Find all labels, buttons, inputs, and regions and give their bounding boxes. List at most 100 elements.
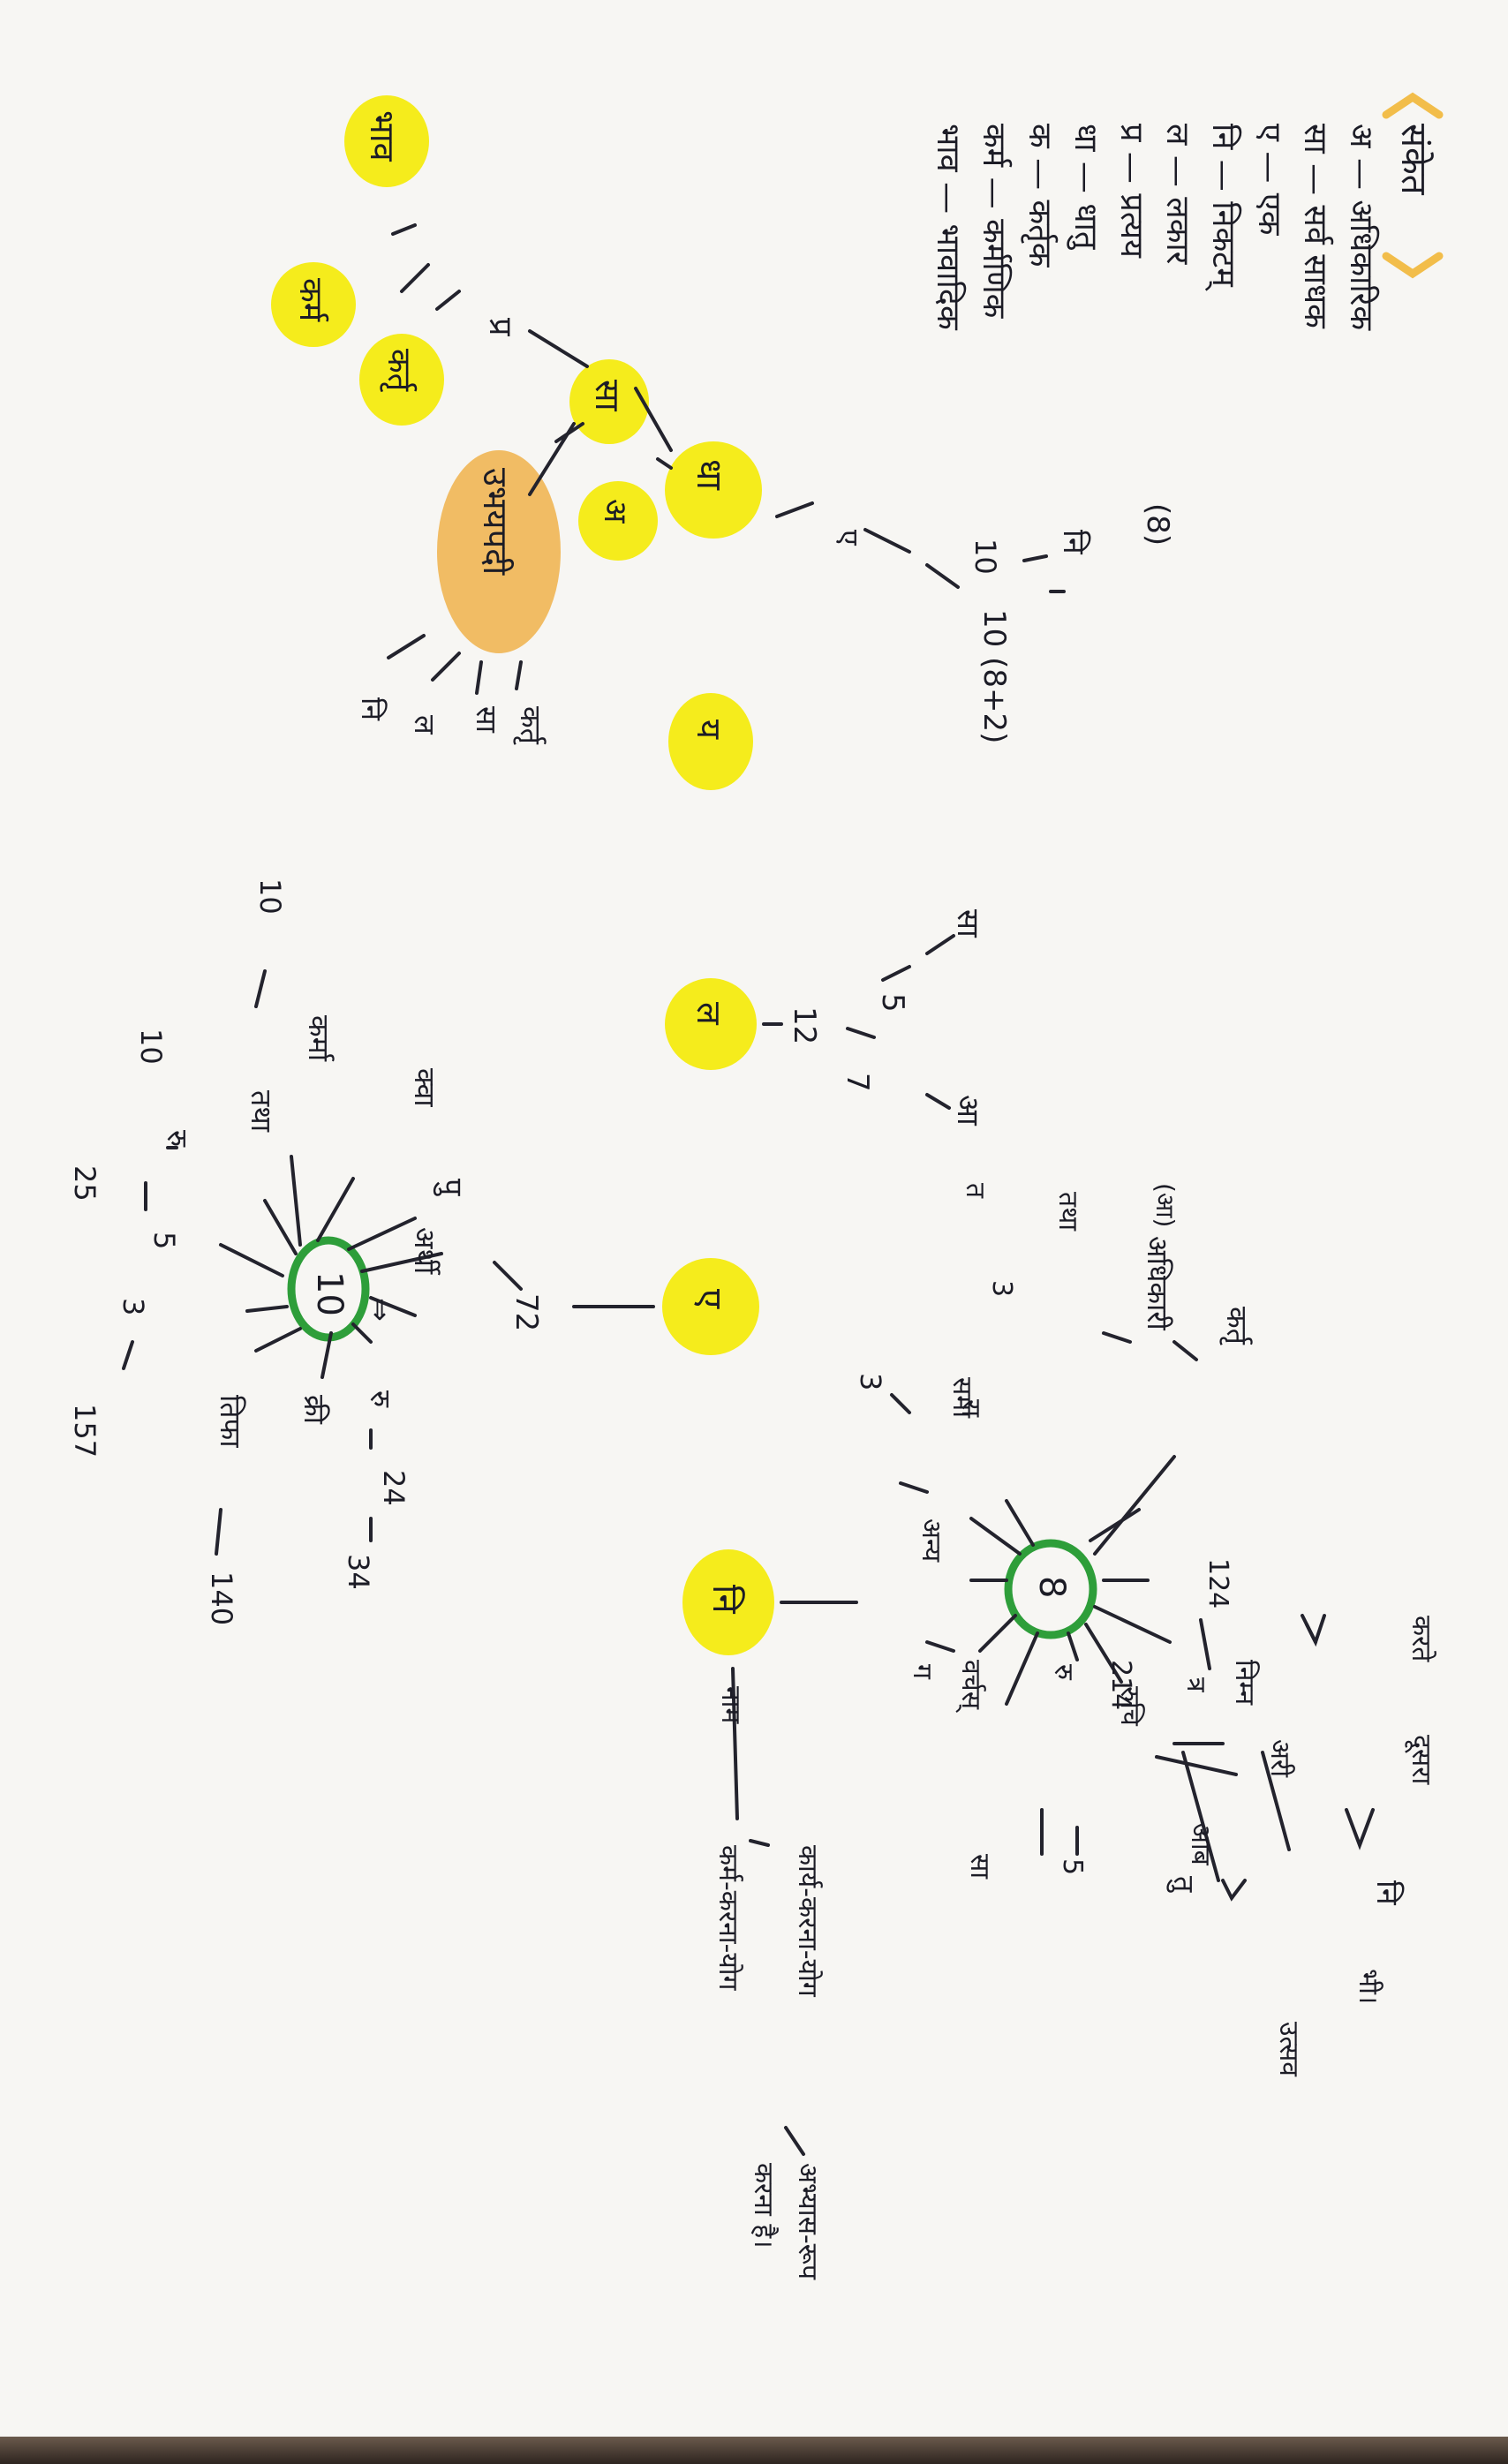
ten-tipha: तिफा xyxy=(214,1395,247,1448)
legend-item: धा — धातु xyxy=(1067,124,1104,251)
node-dha-highlight xyxy=(665,441,762,539)
node-ten: 10 xyxy=(309,1271,350,1316)
eight-sa2: सा xyxy=(964,1854,995,1880)
legend-item: सा — सर्व साधक xyxy=(1297,124,1334,329)
legend-item: कर्म — कर्मणिक xyxy=(976,124,1013,320)
la-branch: ल सा 5 12 7 आ xyxy=(665,909,985,1127)
top-tree: भाव कर्म कर्तृ प्र सा धा अ उभयपदी कर्तृ … xyxy=(271,95,1175,790)
node-sa-highlight xyxy=(569,359,649,444)
eight-ni-arrow: नि xyxy=(1369,1880,1405,1906)
branch-la-5: 5 xyxy=(875,993,910,1013)
node-ni: नि xyxy=(705,1585,745,1614)
ten-n24: 24 xyxy=(377,1470,411,1506)
legend-title: संकेत xyxy=(1393,124,1434,196)
ni-nama: नाम xyxy=(715,1686,746,1724)
eight-ari: अरी xyxy=(1264,1739,1295,1778)
branch-ubhaya-kartri: कर्तृ xyxy=(513,706,547,745)
eight-ta: त xyxy=(960,1183,991,1199)
ni-chain: नि नाम कार्य-करना-योग कर्म-करना-योग अभ्य… xyxy=(682,1549,858,2280)
legend-item: भाव — भावादिक xyxy=(930,124,967,331)
eight-tr: त्र xyxy=(1180,1677,1211,1692)
eight-n124: 124 xyxy=(1203,1558,1233,1609)
branch-ubhaya-ni: नि xyxy=(355,697,388,721)
ten-n10a: 10 xyxy=(253,878,287,915)
branch-bhav-pra: प्र xyxy=(482,318,518,336)
legend-item: ल — लकार xyxy=(1159,124,1195,266)
eight-ru: रु xyxy=(1048,1664,1079,1681)
legend-item: क — कर्तृक xyxy=(1021,124,1059,268)
eight-five: 5 xyxy=(1057,1858,1088,1875)
branch-ni-eight: (8) xyxy=(1140,503,1175,546)
ten-ru3: रु xyxy=(364,1390,397,1408)
node-karma: कर्म xyxy=(292,278,329,323)
branch-ubhaya-la: ल xyxy=(408,715,441,735)
branch-e-ten: 10 xyxy=(969,539,1002,575)
eight-ra: रा xyxy=(955,1399,986,1418)
ten-five: 5 xyxy=(147,1232,181,1249)
node-la: ल xyxy=(690,1002,728,1026)
branch-ni-label: नि xyxy=(1056,530,1091,555)
node-bhav: भाव xyxy=(363,110,402,162)
eight-dusra: दूसरा xyxy=(1405,1735,1436,1785)
eight-anya: अन्य xyxy=(916,1518,946,1563)
eight-nimna: निम्न xyxy=(1229,1660,1260,1707)
arrow-up-icon xyxy=(1301,1614,1326,1647)
node-sa: सा xyxy=(588,380,627,412)
eight-karte: करते xyxy=(1406,1616,1436,1662)
node-eight-circle xyxy=(1004,1539,1097,1639)
eight-cluster: 8 कर्तृ अधिकारी (आ) तथा 3 त समा रा 3 अ xyxy=(854,1183,1436,2077)
ten-n34: 34 xyxy=(342,1554,375,1590)
eight-ii: (आ) xyxy=(1150,1183,1180,1227)
branch-e-ra: ए xyxy=(832,530,865,546)
eight-ga: ग xyxy=(907,1664,938,1680)
branch-ubhaya-sa: सा xyxy=(470,706,503,734)
eight-n214: 214 xyxy=(1105,1660,1136,1710)
ten-n157: 157 xyxy=(68,1404,102,1458)
legend-bracket-icon xyxy=(1382,92,1444,279)
ten-ru2: रु xyxy=(161,1130,194,1148)
node-ya: य xyxy=(690,720,728,740)
ni-line3: अभ्यास-रूप xyxy=(792,2163,823,2280)
branch-la-12: 12 xyxy=(787,1006,822,1044)
ten-pu: पु xyxy=(433,1179,469,1196)
branch-ten-split: 10 (8+2) xyxy=(976,609,1012,743)
branch-e-72: 72 xyxy=(509,1293,544,1331)
branch-la-sa: सा xyxy=(950,909,985,938)
eight-tha: तथा xyxy=(1052,1192,1083,1232)
ni-line4: करना है। xyxy=(748,2163,779,2249)
legend-item: ए — एक xyxy=(1251,124,1287,237)
ten-arrow: ⇒ xyxy=(364,1298,397,1322)
ni-line2: कर्म-करना-योग xyxy=(713,1845,743,1992)
arrow-down-icon xyxy=(1221,1879,1247,1902)
node-bhav-highlight xyxy=(344,95,429,187)
node-ya-highlight xyxy=(668,693,753,790)
node-kartri-highlight xyxy=(359,334,444,426)
ten-n140: 140 xyxy=(205,1571,238,1625)
eight-ab: आब xyxy=(1185,1823,1216,1866)
eight-three: 3 xyxy=(986,1280,1017,1297)
legend: संकेत अ — अधिकारिकसा — सर्व साधक ए — एकनि… xyxy=(930,92,1444,331)
arrow-right-icon xyxy=(1345,1808,1375,1850)
node-a: अ xyxy=(597,499,633,524)
node-a-highlight xyxy=(578,481,658,561)
ten-kva: क्वा xyxy=(408,1068,441,1107)
node-karma-highlight xyxy=(271,262,356,347)
node-la-highlight xyxy=(665,978,757,1070)
node-dha: धा xyxy=(689,459,729,491)
legend-item: अ — अधिकारिक xyxy=(1343,124,1380,331)
ten-karma: कर्मा xyxy=(302,1015,336,1062)
eight-utsav: उत्सव xyxy=(1273,2022,1304,2077)
ten-kri: क्री xyxy=(298,1395,331,1425)
eight-kartri: कर्तृ xyxy=(1219,1307,1254,1345)
eight-bhi: भी। xyxy=(1353,1969,1384,2004)
node-ubhayapadi: उभयपदी xyxy=(476,468,515,576)
legend-item: नि — निकटम् xyxy=(1204,124,1242,291)
node-e: ए xyxy=(689,1289,729,1309)
ni-line1: कार्य-करना-योग xyxy=(792,1845,823,1998)
ten-arthi: अर्थी xyxy=(408,1227,441,1276)
branch-la-7: 7 xyxy=(840,1073,875,1092)
node-ni-highlight xyxy=(682,1549,774,1655)
eight-ruc: रुचि xyxy=(1114,1686,1145,1727)
